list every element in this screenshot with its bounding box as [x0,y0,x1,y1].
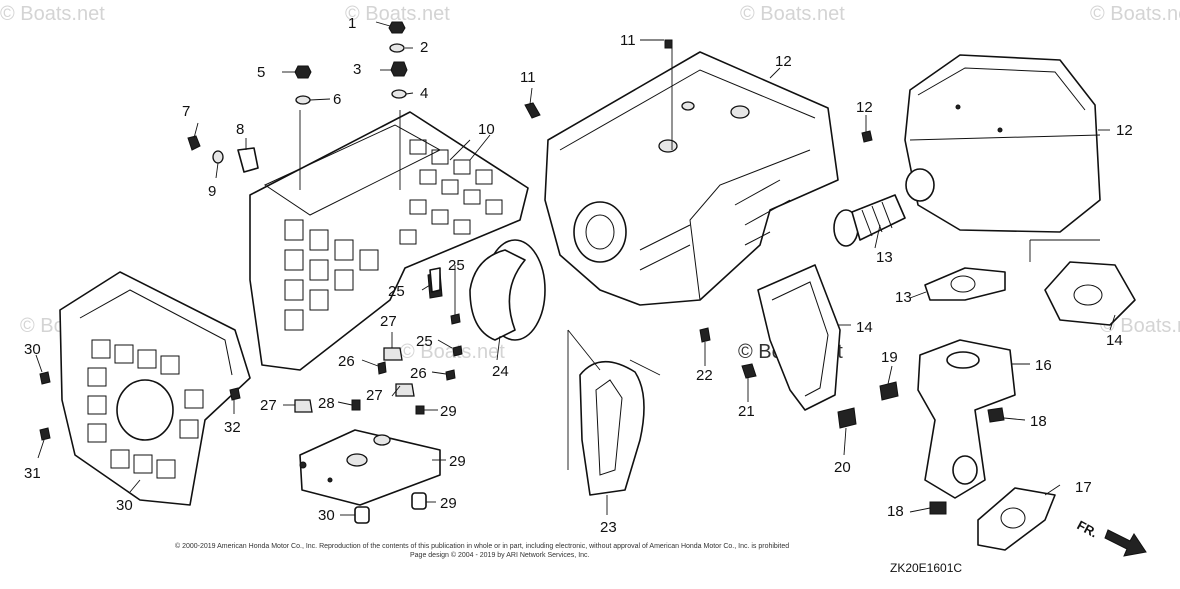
callout-30: 6 [333,91,341,108]
part-3-plate [757,264,841,411]
watermark: © Boats.net [345,3,450,25]
callout-29: 31 [24,465,41,482]
callout-18: 29 [440,495,457,512]
callout-11: 22 [696,367,713,384]
part-9-gasket [924,267,1006,301]
callout-12: 25 [448,257,465,274]
callout-13: 18 [1030,413,1047,430]
callout-14: 20 [834,459,851,476]
callout-30: 2 [420,39,428,56]
callout-29: 32 [224,419,241,436]
callout-12: 25 [416,333,433,350]
callout-27: 1 [348,15,356,32]
callout-3: 14 [856,319,873,336]
callout-6: 17 [1075,479,1092,496]
copyright-line-1: © 2000-2019 American Honda Motor Co., In… [175,542,789,550]
callout-26: 28 [318,395,335,412]
callout-5: 24 [492,363,509,380]
watermark: © Boats.net [400,341,505,363]
watermark: © Boats.net [1100,315,1180,337]
part-5-pipe-cover [469,239,546,341]
leader-lines [35,21,1116,516]
callout-26: 29 [440,403,457,420]
front-label: FR. [1075,517,1101,540]
watermark: © Boats.net [1090,3,1180,25]
part-19-side-cover [579,360,645,496]
callout-21: 30 [116,497,133,514]
watermark: © Boats.net [740,3,845,25]
callout-19: 23 [600,519,617,536]
callout-27: 3 [353,61,361,78]
footer: © 2000-2019 American Honda Motor Co., In… [175,542,962,575]
part-1-muffler [904,54,1101,233]
callout-13: 18 [887,503,904,520]
callout-24: 25 [388,283,405,300]
callout-2: 12 [775,53,792,70]
callout-29: 30 [24,341,41,358]
callout-31: 9 [208,183,216,200]
hardware [39,21,1005,524]
part-4-exhaust-pipe [917,339,1016,499]
callout-1: 12 [1116,122,1133,139]
part-20-heat-shield [249,111,529,371]
callout-25: 27 [260,397,277,414]
copyright-line-2: Page design © 2004 - 2019 by ARI Network… [410,551,590,559]
watermark: © Boats.net [0,3,105,25]
callout-22: 29 [449,453,466,470]
callout-4: 16 [1035,357,1052,374]
callout-12: 26 [410,365,427,382]
callout-20: 10 [478,121,495,138]
callout-30: 4 [420,85,428,102]
part-7-screen [833,194,906,247]
part-6-gasket [977,487,1056,551]
callout-9: 13 [895,289,912,306]
callout-27: 5 [257,64,265,81]
part-21-heat-shield [59,271,251,506]
callout-23: 8 [236,121,244,138]
callout-17: 12 [856,99,873,116]
callout-16: 11 [520,69,536,86]
callout-18: 30 [318,507,335,524]
callout-25: 27 [380,313,397,330]
callout-14: 19 [881,349,898,366]
callouts: 1 2 3 4 5 6 7 8 9 10 11 11 12 12 12 13 1… [24,15,1133,536]
callout-10: 21 [738,403,755,420]
callout-25: 27 [366,387,383,404]
callout-28: 7 [182,103,190,120]
part-2-muffler-protector [544,51,839,306]
callout-32: 26 [338,353,355,370]
part-22-bracket [299,429,441,506]
callout-8: 14 [1106,332,1123,349]
front-marker: FR. [1075,517,1147,557]
front-arrow-icon [1104,529,1147,557]
callout-11: 11 [620,32,636,49]
callout-7: 13 [876,249,893,266]
part-8-gasket [1044,261,1136,326]
diagram-code: ZK20E1601C [890,561,962,575]
